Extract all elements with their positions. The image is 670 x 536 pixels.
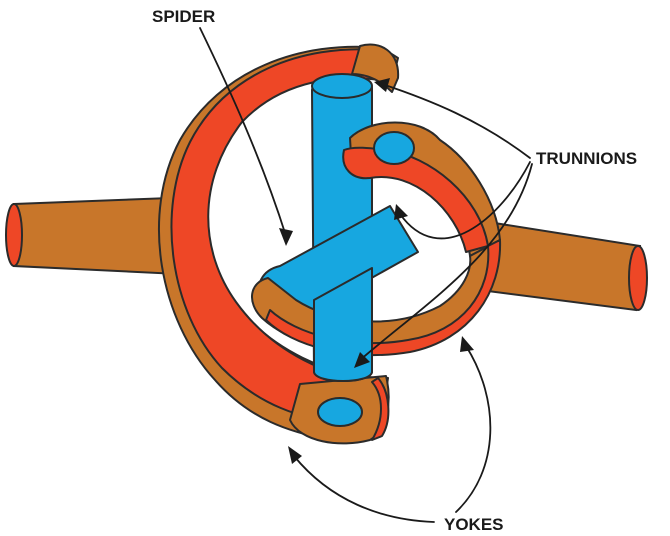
yokes-leader-left: [294, 456, 434, 522]
yoke-top-bore: [374, 132, 414, 164]
left-shaft-end: [6, 204, 22, 266]
spider-arrowhead: [279, 228, 293, 246]
right-shaft-end: [629, 246, 647, 310]
trunnions-arrowhead-mid: [394, 204, 408, 220]
left-shaft: [6, 198, 178, 274]
yokes-arrowhead-left: [288, 446, 302, 464]
yokes-label: YOKES: [444, 515, 504, 534]
yoke-bottom-bore: [318, 398, 362, 426]
trunnions-label: TRUNNIONS: [536, 149, 637, 168]
right-shaft: [480, 222, 647, 310]
yokes-leader-right: [456, 346, 490, 512]
yokes-arrowhead-right: [460, 336, 474, 352]
spider-label: SPIDER: [152, 7, 215, 26]
